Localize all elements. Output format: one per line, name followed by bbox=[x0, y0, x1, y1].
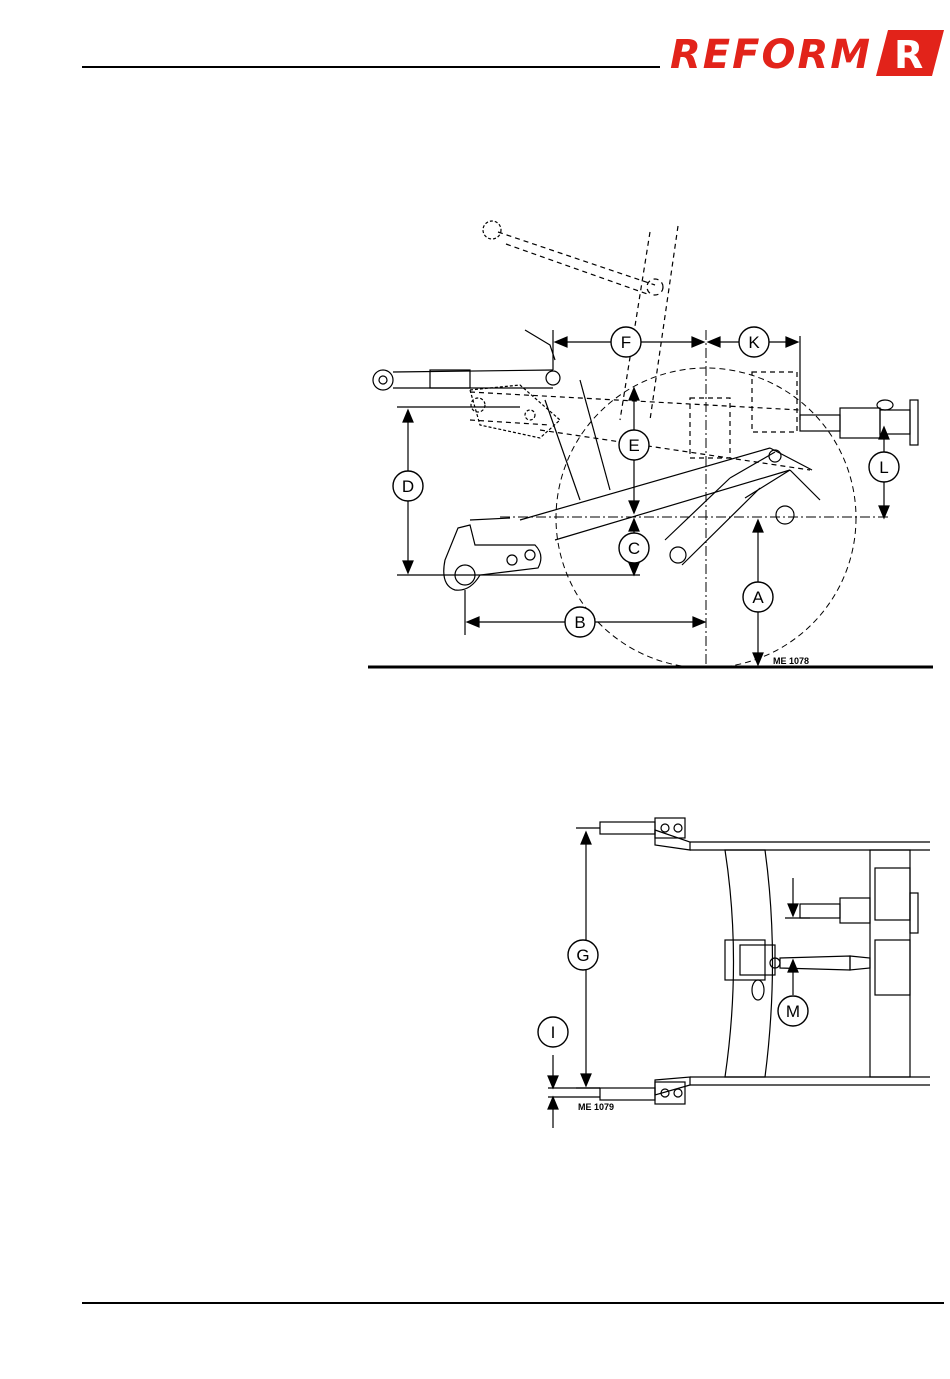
dimension-label-g: G bbox=[576, 946, 589, 965]
dimension-label-i: I bbox=[551, 1023, 556, 1042]
lower-link-lower bbox=[600, 1082, 685, 1104]
pto-shaft-top bbox=[800, 893, 918, 933]
dimension-label-m: M bbox=[786, 1002, 800, 1021]
lower-link-upper bbox=[600, 818, 685, 838]
figure-code: ME 1079 bbox=[578, 1102, 614, 1112]
